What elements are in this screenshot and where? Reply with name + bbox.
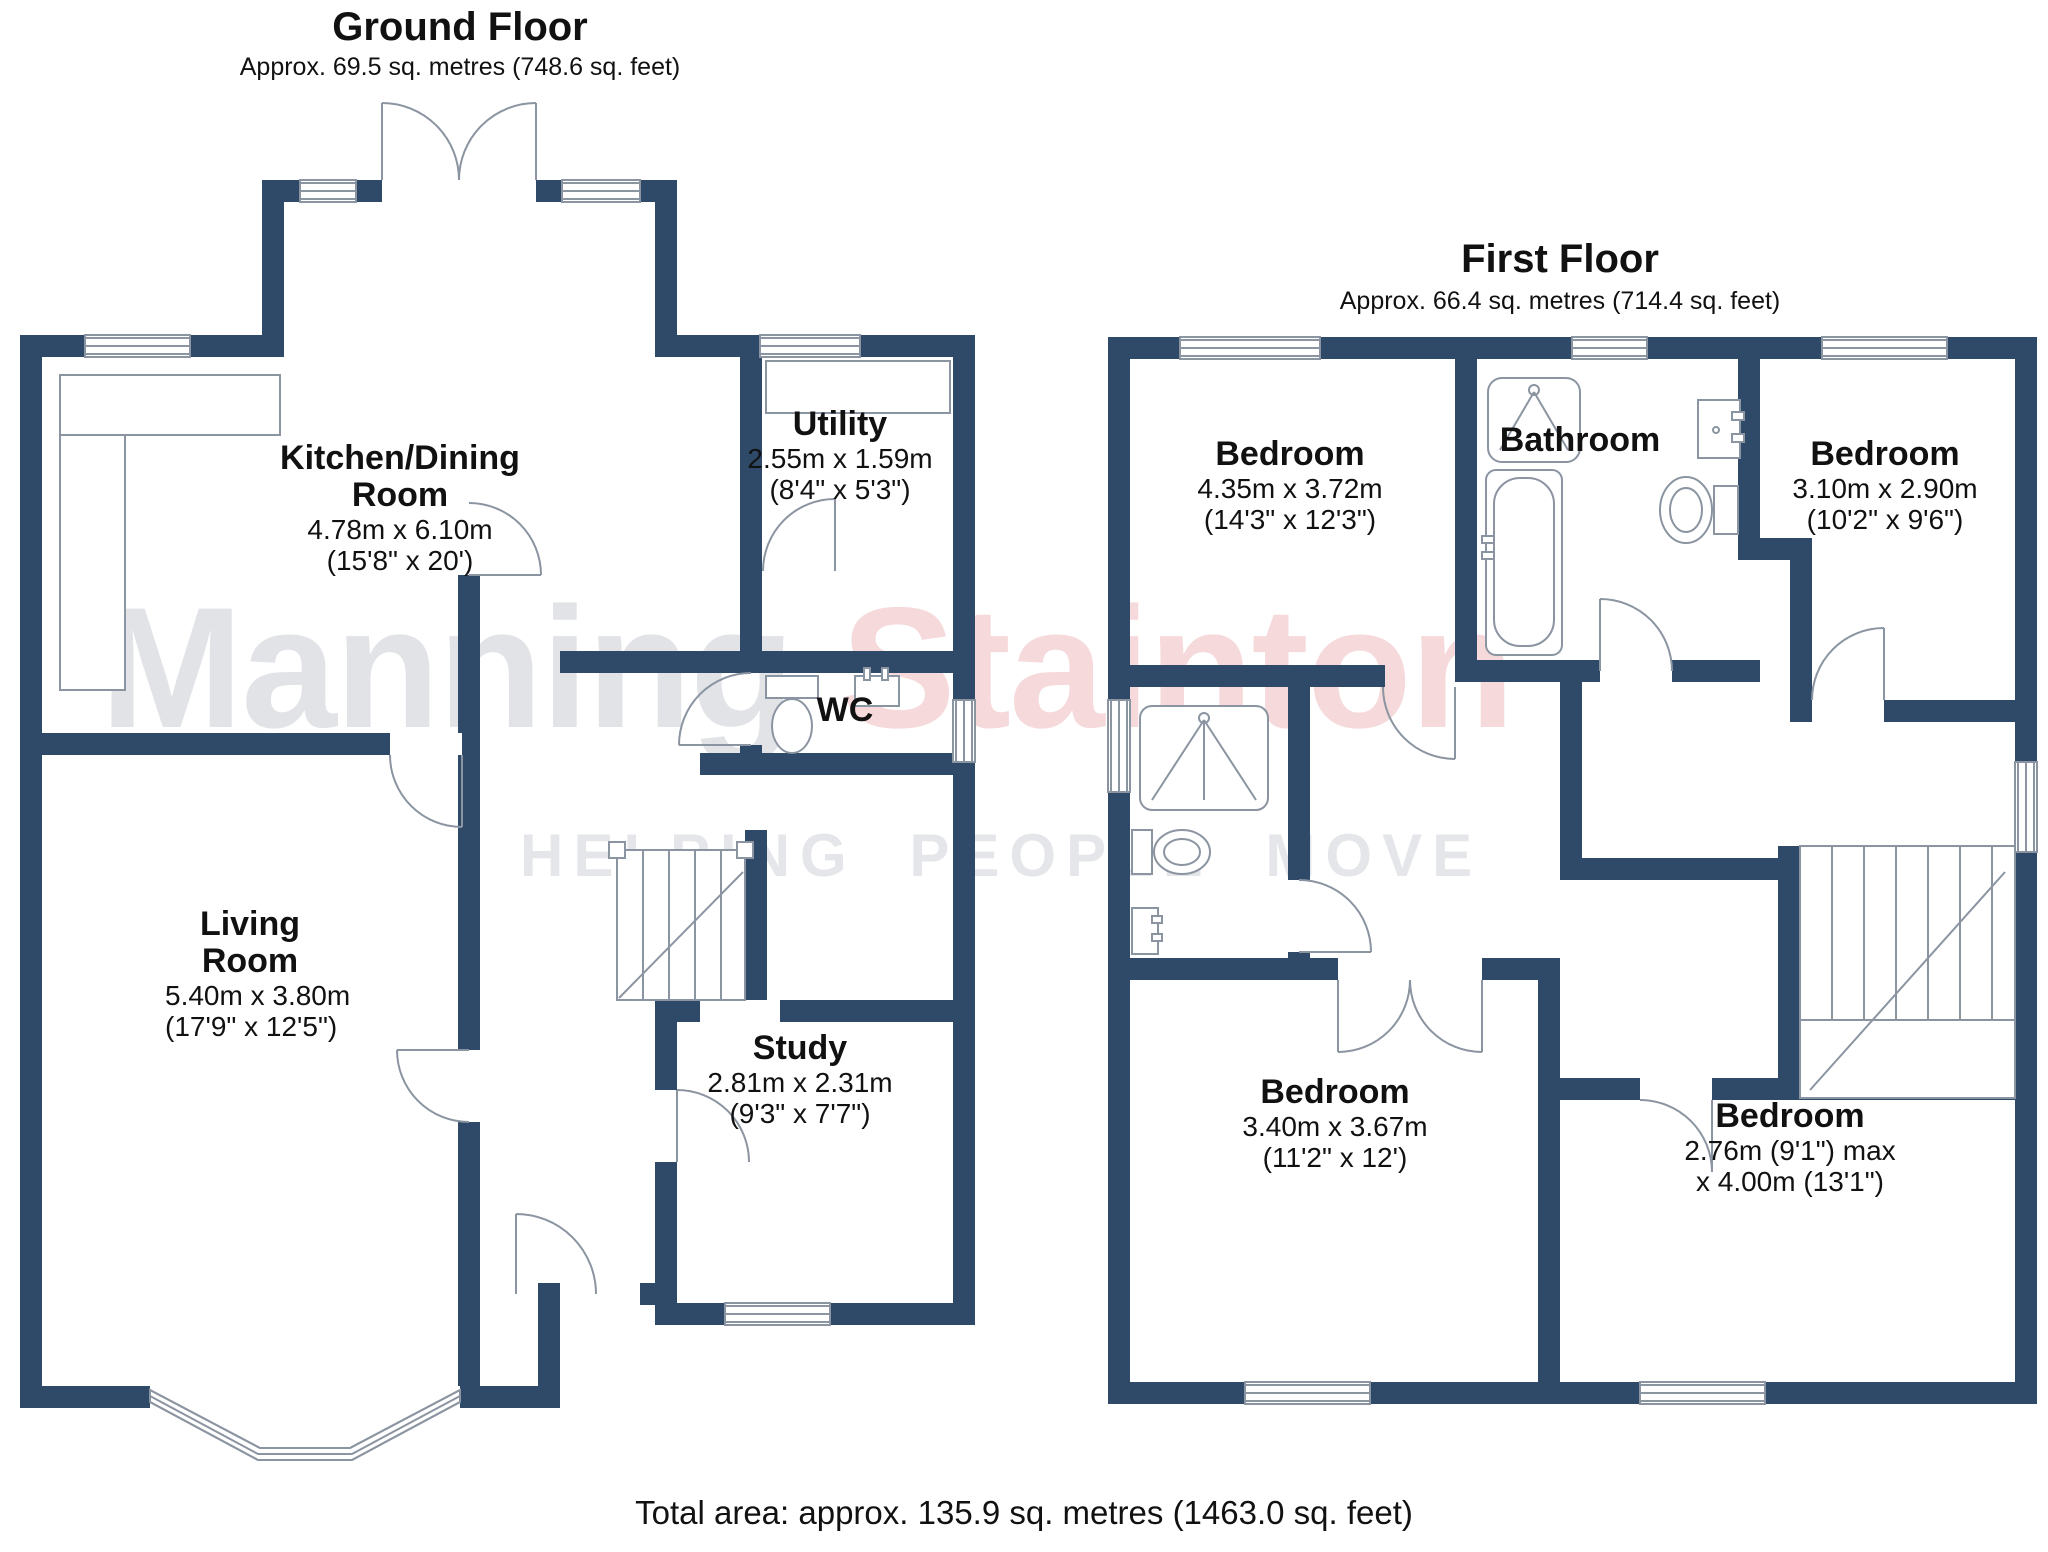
room-label-bathroom: Bathroom <box>1499 421 1661 459</box>
french-doors <box>381 102 537 181</box>
ensuite-shower-fixture <box>1139 705 1269 811</box>
room-label-wc: WC <box>816 691 874 729</box>
wc-toilet-fixture <box>765 675 819 754</box>
room-label-living: Living Room 5.40m x 3.80m (17'9" x 12'5"… <box>165 905 351 1043</box>
bay-window <box>149 1388 461 1461</box>
room-label-bedroom-3: Bedroom 3.40m x 3.67m (11'2" x 12') <box>1242 1073 1428 1174</box>
staircase-first <box>1799 845 2016 1099</box>
utility-counter <box>765 360 951 414</box>
room-label-bedroom-1: Bedroom 4.35m x 3.72m (14'3" x 12'3") <box>1197 435 1383 536</box>
ground-floor-walls <box>20 180 975 1408</box>
ground-floor-title: Ground Floor <box>332 5 588 49</box>
first-floor-walls <box>1108 337 2037 1404</box>
ensuite-toilet-fixture <box>1131 829 1211 875</box>
kitchen-counter <box>59 374 281 691</box>
first-floor-doors <box>1298 598 1885 1173</box>
ground-floor-plan <box>20 102 976 1461</box>
first-floor-subtitle: Approx. 66.4 sq. metres (714.4 sq. feet) <box>1339 287 1781 315</box>
wc-sink-fixture <box>854 667 900 707</box>
bathroom-toilet-fixture <box>1659 476 1739 544</box>
bathtub-fixture <box>1481 469 1563 656</box>
total-area-text: Total area: approx. 135.9 sq. metres (14… <box>635 1494 1413 1531</box>
room-label-kitchen: Kitchen/Dining Room 4.78m x 6.10m (15'8"… <box>280 439 520 577</box>
room-label-bedroom-2: Bedroom 3.10m x 2.90m (10'2" x 9'6") <box>1792 435 1978 536</box>
first-floor-title: First Floor <box>1461 237 1659 281</box>
room-label-study: Study 2.81m x 2.31m (9'3" x 7'7") <box>707 1029 893 1130</box>
staircase-ground <box>608 841 754 1001</box>
first-floor-windows <box>1107 336 2038 1405</box>
room-label-utility: Utility 2.55m x 1.59m (8'4" x 5'3") <box>747 405 933 506</box>
bathroom-sink-fixture <box>1697 399 1745 459</box>
first-floor-plan <box>1107 336 2038 1405</box>
ensuite-sink-fixture <box>1131 907 1163 955</box>
ground-floor-windows <box>84 179 976 1461</box>
room-label-bedroom-4: Bedroom 2.76m (9'1") max x 4.00m (13'1") <box>1684 1097 1896 1198</box>
ground-floor-doors <box>389 498 836 1295</box>
ground-floor-subtitle: Approx. 69.5 sq. metres (748.6 sq. feet) <box>239 53 681 81</box>
bathroom-shower-fixture <box>1487 377 1581 463</box>
